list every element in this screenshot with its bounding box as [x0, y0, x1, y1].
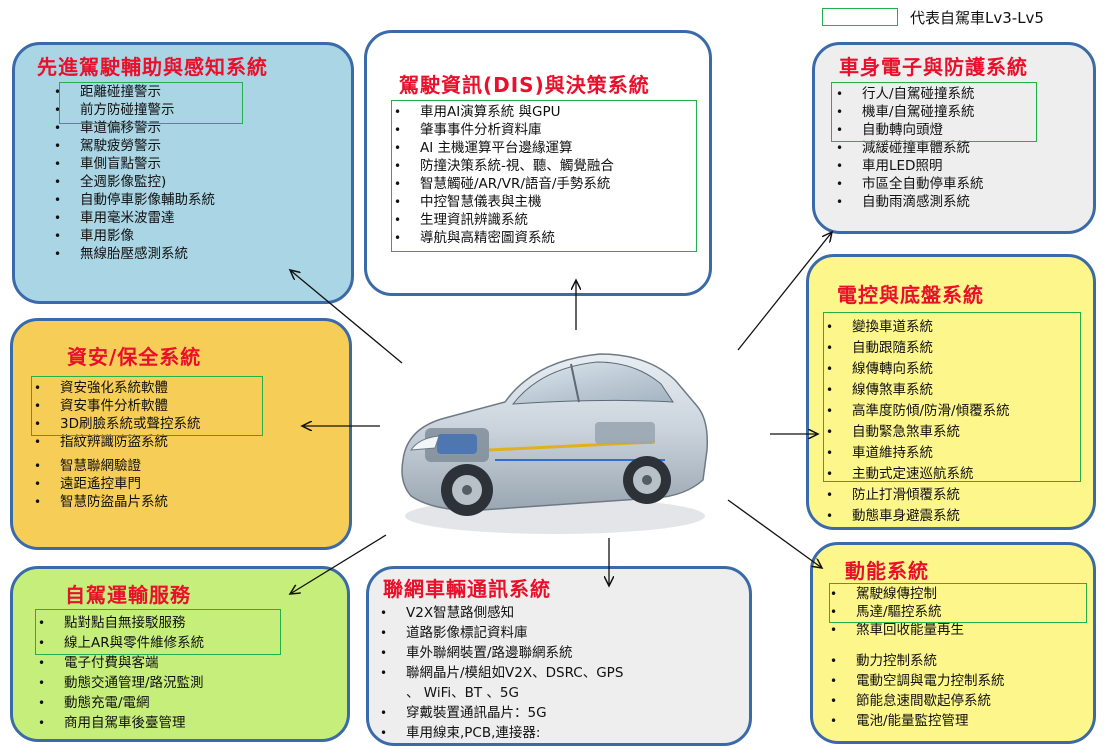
list-item: •聯網晶片/模組如V2X、DSRC、GPS [380, 665, 624, 681]
chassis-box: 電控與底盤系統 •變換車道系統 •自動跟隨系統 •線傳轉向系統 •線傳煞車系統 … [806, 254, 1096, 530]
list-item: •車道維持系統 [826, 445, 933, 461]
power-box: 動能系統 •駕駛線傳控制 •馬達/驅控系統 •煞車回收能量再生 •動力控制系統 … [810, 542, 1096, 744]
power-list: •駕駛線傳控制 •馬達/驅控系統 •煞車回收能量再生 •動力控制系統 •電動空調… [827, 585, 1005, 731]
list-item: •動態交通管理/路況監測 [38, 675, 204, 691]
list-item: •車用LED照明 [836, 158, 943, 174]
list-item: •線上AR與零件維修系統 [38, 635, 205, 651]
list-item: •煞車回收能量再生 [830, 622, 964, 638]
list-item: •車側盲點警示 [54, 156, 161, 172]
list-item: •駕駛疲勞警示 [54, 138, 161, 154]
list-item: •駕駛線傳控制 [830, 586, 937, 602]
legend-label: 代表自駕車Lv3-Lv5 [910, 9, 1044, 27]
list-item: •智慧觸碰/AR/VR/語音/手勢系統 [394, 176, 611, 192]
list-item: •減緩碰撞車體系統 [836, 140, 970, 156]
chassis-title: 電控與底盤系統 [837, 283, 984, 307]
list-item: •防撞決策系統-視、聽、觸覺融合 [394, 158, 614, 174]
list-item: •高準度防傾/防滑/傾覆系統 [826, 403, 1010, 419]
list-item: •AI 主機運算平台邊緣運算 [394, 140, 573, 156]
list-item: •點對點自無接駁服務 [38, 615, 186, 631]
list-item: •節能怠速間歇起停系統 [830, 693, 991, 709]
list-item: 、 WiFi、BT 、5G [406, 685, 519, 701]
list-item: •線傳煞車系統 [826, 382, 933, 398]
body-box: 車身電子與防護系統 •行人/自駕碰撞系統 •機車/自駕碰撞系統 •自動轉向頭燈 … [812, 42, 1096, 234]
list-item: •動力控制系統 [830, 653, 937, 669]
list-item: •生理資訊辨識系統 [394, 212, 528, 228]
list-item: •前方防碰撞警示 [54, 102, 175, 118]
list-item: •馬達/驅控系統 [830, 604, 942, 620]
transport-list: •點對點自無接駁服務 •線上AR與零件維修系統 •電子付費與客端 •動態交通管理… [35, 613, 204, 733]
list-item: •肇事事件分析資料庫 [394, 122, 542, 138]
list-item: •車用毫米波雷達 [54, 210, 175, 226]
list-item: •全週影像監控) [54, 174, 167, 190]
v2x-list: •V2X智慧路側感知 •道路影像標記資料庫 •車外聯網裝置/路邊聯網系統 •聯網… [377, 603, 623, 743]
list-item: •車外聯網裝置/路邊聯網系統 [380, 645, 573, 661]
security-title: 資安/保全系統 [67, 345, 202, 369]
body-title: 車身電子與防護系統 [839, 55, 1028, 79]
security-box: 資安/保全系統 •資安強化系統軟體 •資安事件分析軟體 •3D刷臉系統或聲控系統… [10, 318, 352, 550]
dis-list: •車用AI演算系統 與GPU •肇事事件分析資料庫 •AI 主機運算平台邊緣運算… [391, 103, 614, 247]
transport-title: 自駕運輸服務 [65, 583, 191, 607]
car-xray-icon [401, 353, 709, 534]
list-item: •商用自駕車後臺管理 [38, 715, 186, 731]
security-list: •資安強化系統軟體 •資安事件分析軟體 •3D刷臉系統或聲控系統 •指紋辨識防盜… [31, 379, 200, 511]
list-item: •導航與高精密圖資系統 [394, 230, 555, 246]
list-item: •車用線束,PCB,連接器: [380, 725, 541, 741]
list-item: •距離碰撞警示 [54, 84, 161, 100]
list-item: •電子付費與客端 [38, 655, 159, 671]
list-item: •車用影像 [54, 228, 134, 244]
list-item: •V2X智慧路側感知 [380, 605, 515, 621]
list-item: •變換車道系統 [826, 319, 933, 335]
list-item: •道路影像標記資料庫 [380, 625, 528, 641]
list-item: •自動緊急煞車系統 [826, 424, 960, 440]
body-list: •行人/自駕碰撞系統 •機車/自駕碰撞系統 •自動轉向頭燈 •減緩碰撞車體系統 … [833, 85, 984, 211]
list-item: •市區全自動停車系統 [836, 176, 984, 192]
list-item: •自動雨滴感測系統 [836, 194, 970, 210]
adas-box: 先進駕駛輔助與感知系統 •距離碰撞警示 •前方防碰撞警示 •車道偏移警示 •駕駛… [12, 42, 354, 304]
list-item: •中控智慧儀表與主機 [394, 194, 542, 210]
power-title: 動能系統 [845, 559, 929, 583]
list-item: •資安強化系統軟體 [34, 380, 168, 396]
list-item: •動態車身避震系統 [826, 508, 960, 524]
list-item: •機車/自駕碰撞系統 [836, 104, 975, 120]
list-item: •智慧聯網驗證 [34, 458, 141, 474]
list-item: •自動跟隨系統 [826, 340, 933, 356]
legend-swatch [822, 8, 898, 26]
list-item: •線傳轉向系統 [826, 361, 933, 377]
list-item: •防止打滑傾覆系統 [826, 487, 960, 503]
adas-list: •距離碰撞警示 •前方防碰撞警示 •車道偏移警示 •駕駛疲勞警示 •車側盲點警示… [51, 83, 215, 263]
v2x-box: 聯網車輛通訊系統 •V2X智慧路側感知 •道路影像標記資料庫 •車外聯網裝置/路… [366, 566, 752, 746]
dis-title: 駕駛資訊(DIS)與決策系統 [399, 73, 650, 97]
list-item: •資安事件分析軟體 [34, 398, 168, 414]
list-item: •3D刷臉系統或聲控系統 [34, 416, 201, 432]
list-item: •電動空調與電力控制系統 [830, 673, 1005, 689]
list-item: •自動轉向頭燈 [836, 122, 943, 138]
chassis-list: •變換車道系統 •自動跟隨系統 •線傳轉向系統 •線傳煞車系統 •高準度防傾/防… [823, 317, 1010, 527]
list-item: •無線胎壓感測系統 [54, 246, 188, 262]
list-item: •智慧防盜晶片系統 [34, 494, 168, 510]
list-item: •行人/自駕碰撞系統 [836, 86, 975, 102]
list-item: •動態充電/電網 [38, 695, 150, 711]
list-item: •車道偏移警示 [54, 120, 161, 136]
list-item: •自動停車影像輔助系統 [54, 192, 215, 208]
v2x-title: 聯網車輛通訊系統 [383, 577, 551, 601]
list-item: •指紋辨識防盜系統 [34, 434, 168, 450]
list-item: •遠距遙控車門 [34, 476, 141, 492]
transport-box: 自駕運輸服務 •點對點自無接駁服務 •線上AR與零件維修系統 •電子付費與客端 … [10, 566, 350, 742]
list-item: •車用AI演算系統 與GPU [394, 104, 561, 120]
dis-box: 駕駛資訊(DIS)與決策系統 •車用AI演算系統 與GPU •肇事事件分析資料庫… [364, 30, 712, 296]
adas-title: 先進駕駛輔助與感知系統 [37, 55, 268, 79]
list-item: •穿戴裝置通訊晶片：5G [380, 705, 547, 721]
list-item: •電池/能量監控管理 [830, 713, 969, 729]
list-item: •主動式定速巡航系統 [826, 466, 974, 482]
